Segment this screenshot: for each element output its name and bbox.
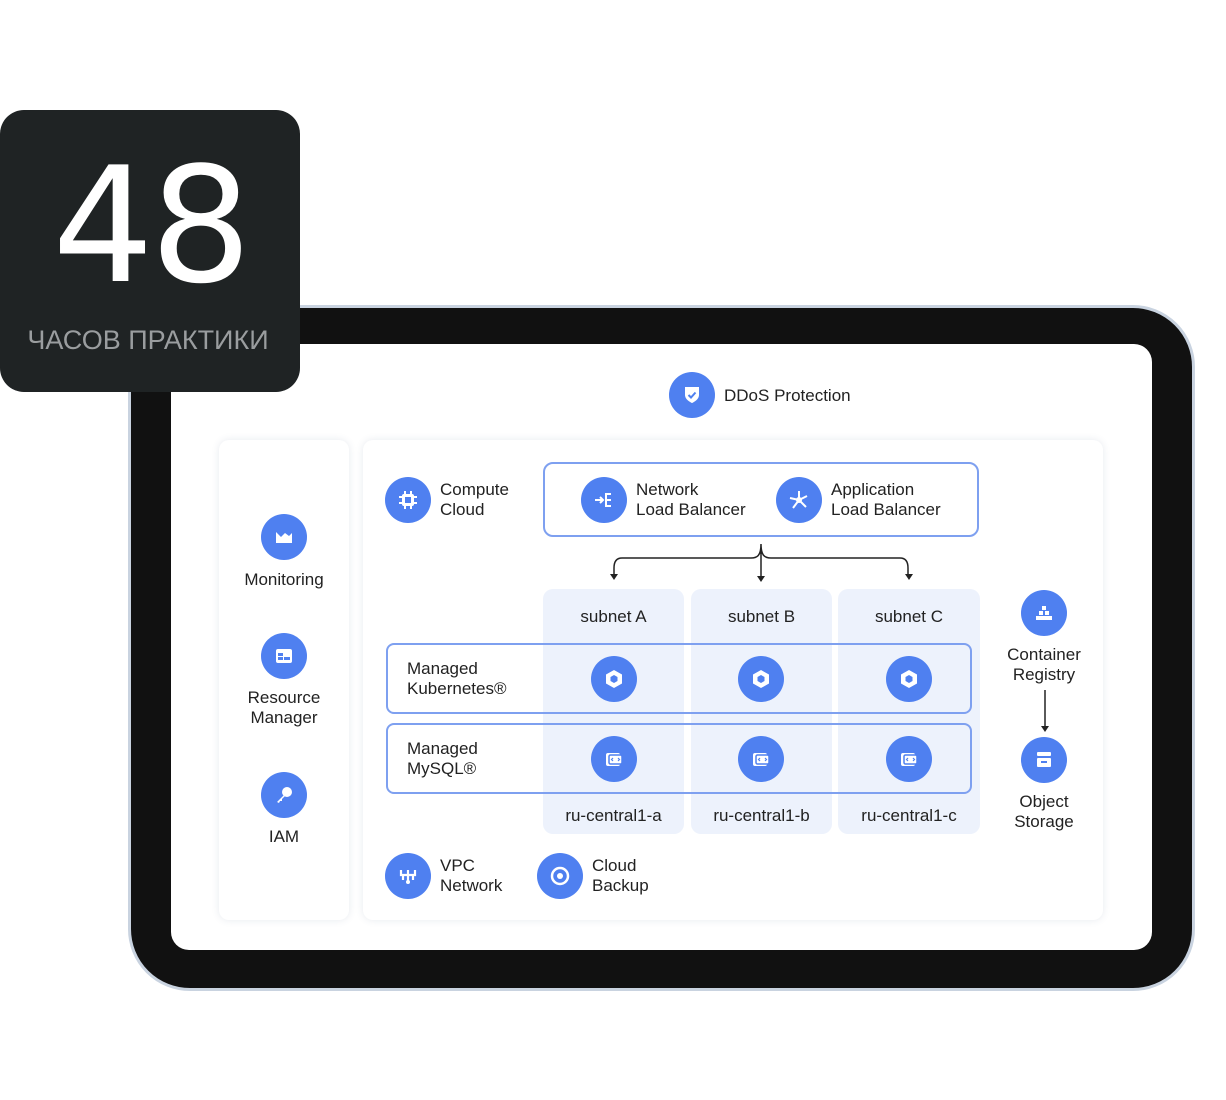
key-icon <box>261 772 307 818</box>
resource-manager-label-1: Resource <box>247 688 321 707</box>
storage-label-2: Storage <box>1014 812 1074 831</box>
resource-manager-icon <box>261 633 307 679</box>
subnet-c-label: subnet C <box>874 607 944 626</box>
vpc-label-1: VPC <box>440 856 475 875</box>
hours-badge: 48 ЧАСОВ ПРАКТИКИ <box>0 110 300 392</box>
zone-b-label: ru-central1-b <box>713 806 810 825</box>
subnet-b-label: subnet B <box>727 607 796 626</box>
application-load-balancer-icon <box>776 477 822 523</box>
kubernetes-icon <box>591 656 637 702</box>
backup-label-1: Cloud <box>592 856 637 875</box>
compute-label-2: Cloud <box>440 500 485 519</box>
registry-label-1: Container <box>1007 645 1081 664</box>
sidebar-panel <box>219 440 349 920</box>
database-icon <box>591 736 637 782</box>
alb-label-1: Application <box>831 480 915 499</box>
iam-label: IAM <box>268 827 300 846</box>
vpc-network-icon <box>385 853 431 899</box>
alb-label-2: Load Balancer <box>831 500 941 519</box>
kubernetes-label-1: Managed <box>407 659 478 678</box>
backup-label-2: Backup <box>592 876 649 895</box>
zone-c-label: ru-central1-c <box>861 806 957 825</box>
shield-icon <box>669 372 715 418</box>
database-icon <box>886 736 932 782</box>
kubernetes-icon <box>886 656 932 702</box>
database-icon <box>738 736 784 782</box>
mysql-row <box>386 723 972 794</box>
arrow-down-icon <box>1041 690 1049 732</box>
monitoring-icon <box>261 514 307 560</box>
monitoring-label: Monitoring <box>244 570 324 589</box>
nlb-label-1: Network <box>636 480 699 499</box>
container-registry-icon <box>1021 590 1067 636</box>
network-load-balancer-icon <box>581 477 627 523</box>
kubernetes-label-2: Kubernetes® <box>407 679 507 698</box>
backup-icon <box>537 853 583 899</box>
compute-label-1: Compute <box>440 480 509 499</box>
mysql-label-2: MySQL® <box>407 759 477 778</box>
nlb-label-2: Load Balancer <box>636 500 746 519</box>
object-storage-icon <box>1021 737 1067 783</box>
kubernetes-row <box>386 643 972 714</box>
ddos-label: DDoS Protection <box>724 386 851 405</box>
registry-label-2: Registry <box>1012 665 1076 684</box>
subnet-a-label: subnet A <box>580 607 647 626</box>
mysql-label-1: Managed <box>407 739 478 758</box>
routing-arrows <box>610 543 913 582</box>
hours-caption: ЧАСОВ ПРАКТИКИ <box>27 325 269 355</box>
resource-manager-label-2: Manager <box>250 708 318 727</box>
load-balancers-group <box>543 462 979 537</box>
storage-label-1: Object <box>1019 792 1069 811</box>
kubernetes-icon <box>738 656 784 702</box>
hours-number: 48 <box>52 146 252 306</box>
zone-a-label: ru-central1-a <box>565 806 662 825</box>
vpc-label-2: Network <box>440 876 503 895</box>
cpu-icon <box>385 477 431 523</box>
